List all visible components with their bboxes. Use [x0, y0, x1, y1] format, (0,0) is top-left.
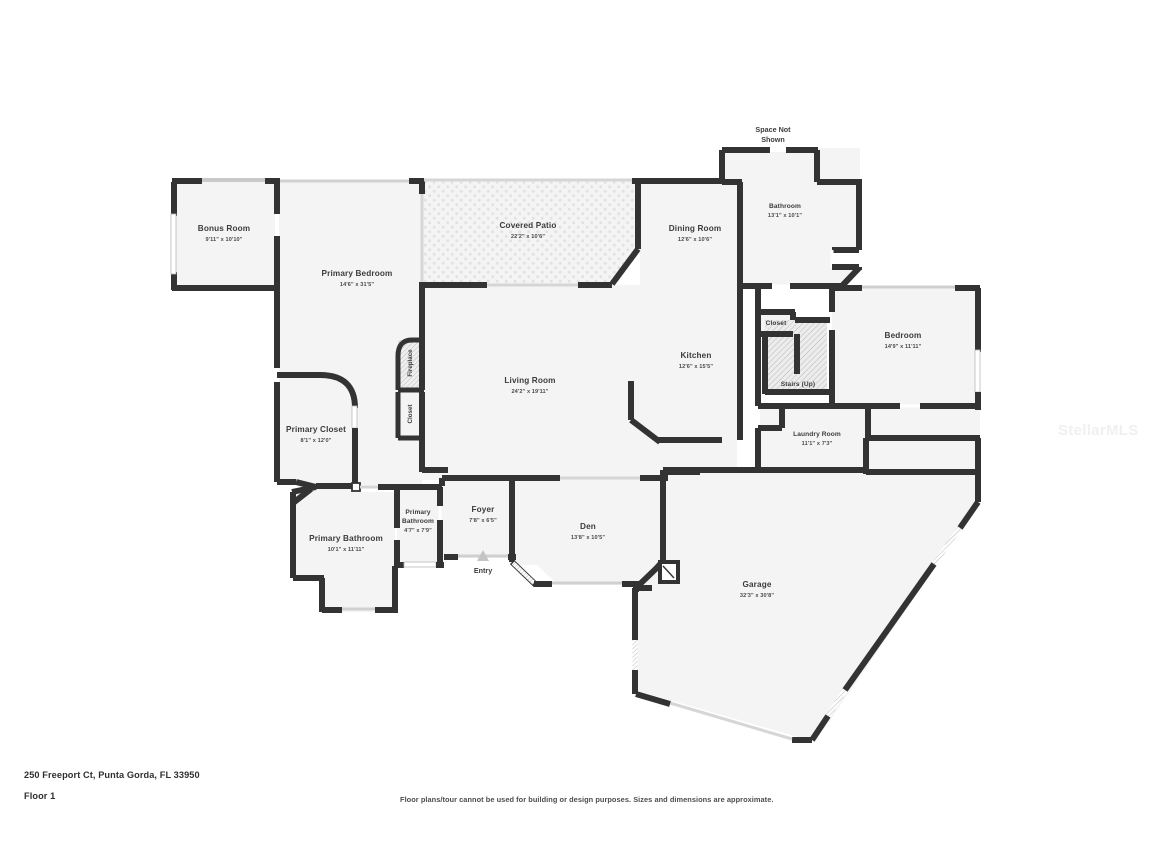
room-dim-laundry-room: 11'1" x 7'3": [802, 441, 833, 447]
room-label-bonus-room: Bonus Room: [198, 224, 250, 233]
room-dim-primary-bathroom: 10'1" x 11'11": [328, 547, 365, 553]
room-labels: Bonus Room 9'11" x 10'10" Primary Bedroo…: [198, 203, 922, 599]
room-dim-primary-closet: 8'1" x 12'0": [301, 438, 332, 444]
room-label-closet-stairs: Closet: [766, 320, 787, 327]
room-label-primary-bathroom-small-line1: Primary: [405, 509, 430, 516]
label-closet: Closet: [407, 405, 414, 424]
room-label-den: Den: [580, 522, 596, 531]
room-label-garage: Garage: [742, 580, 771, 589]
disclaimer-text: Floor plans/tour cannot be used for buil…: [400, 795, 774, 804]
label-fireplace: Fireplace: [407, 349, 414, 377]
room-label-kitchen: Kitchen: [680, 351, 711, 360]
room-label-stairs-up: Stairs (Up): [781, 381, 815, 388]
room-dim-den: 13'8" x 10'5": [571, 535, 605, 541]
floor-fills: [174, 148, 980, 742]
room-dim-garage: 32'3" x 30'8": [740, 593, 774, 599]
room-label-bedroom: Bedroom: [885, 331, 922, 340]
room-label-bathroom: Bathroom: [769, 203, 801, 210]
room-dim-living-room: 24'2" x 19'11": [511, 389, 548, 395]
room-label-primary-closet: Primary Closet: [286, 425, 346, 434]
room-dim-primary-bathroom-small: 4'7" x 7'9": [404, 528, 432, 534]
room-dim-dining-room: 12'6" x 10'6": [678, 237, 712, 243]
property-address: 250 Freeport Ct, Punta Gorda, FL 33950: [24, 770, 200, 780]
annotations: Space Not Shown Entry: [474, 125, 791, 575]
room-dim-foyer: 7'8" x 6'5": [469, 518, 497, 524]
room-dim-bonus-room: 9'11" x 10'10": [205, 237, 242, 243]
room-dim-kitchen: 12'6" x 15'5": [679, 364, 713, 370]
room-label-dining-room: Dining Room: [669, 224, 722, 233]
room-dim-covered-patio: 22'2" x 10'6": [511, 234, 545, 240]
small-room-labels: Primary Bathroom 4'7" x 7'9" Closet Stai…: [402, 320, 815, 534]
annotation-entry: Entry: [474, 566, 492, 575]
vertical-labels: Fireplace Closet: [407, 349, 414, 424]
room-label-laundry-room: Laundry Room: [793, 431, 841, 438]
room-label-primary-bedroom: Primary Bedroom: [322, 269, 393, 278]
walls: [170, 147, 981, 743]
annotation-space-not-shown-line2: Shown: [761, 135, 785, 144]
entry-arrow-icon: [477, 550, 489, 561]
room-dim-primary-bedroom: 14'6" x 31'5": [340, 282, 374, 288]
room-label-primary-bathroom: Primary Bathroom: [309, 534, 383, 543]
room-label-foyer: Foyer: [471, 505, 495, 514]
floor-label: Floor 1: [24, 791, 56, 801]
room-dim-bedroom: 14'9" x 11'11": [885, 344, 922, 350]
annotation-space-not-shown-line1: Space Not: [755, 125, 791, 134]
stellar-mls-watermark: StellarMLS: [1058, 422, 1139, 439]
room-label-living-room: Living Room: [504, 376, 555, 385]
room-label-covered-patio: Covered Patio: [499, 221, 556, 230]
room-label-primary-bathroom-small-line2: Bathroom: [402, 518, 434, 525]
room-dim-bathroom: 13'1" x 10'1": [768, 213, 802, 219]
